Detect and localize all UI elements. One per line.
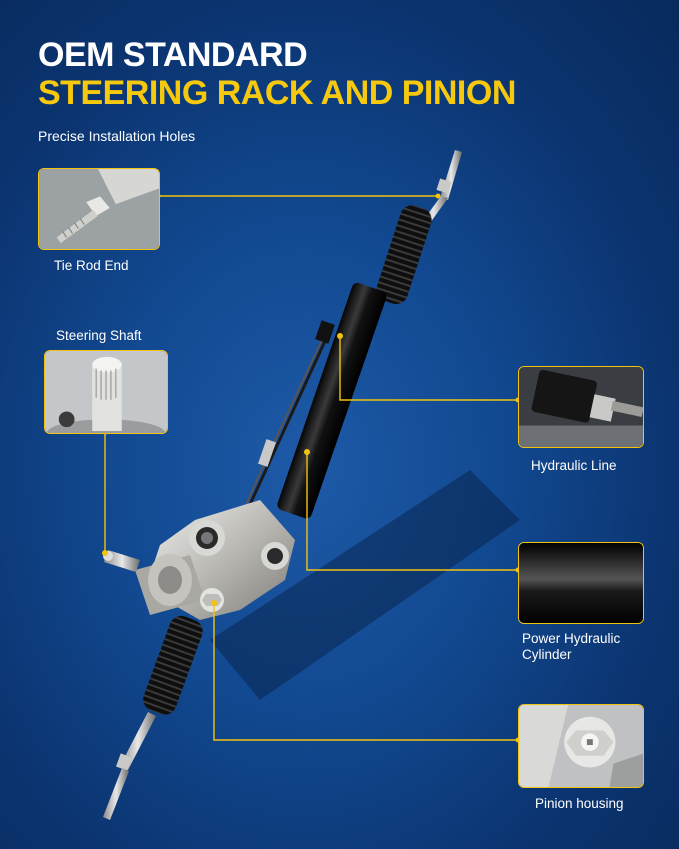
hydraulic-cylinder-label-line-1: Power Hydraulic [522, 631, 621, 646]
hydraulic-cylinder [277, 282, 387, 519]
bottom-tie-rod [103, 712, 156, 820]
hydraulic-line-closeup [518, 366, 644, 448]
tie-rod-end-label: Tie Rod End [54, 258, 129, 273]
headline: OEM STANDARD STEERING RACK AND PINION [38, 36, 516, 112]
hydraulic-cylinder-closeup [518, 542, 644, 624]
tie-rod-end-closeup [38, 168, 160, 250]
callout-leader-lines [104, 195, 518, 741]
hydraulic-cylinder-label: Power Hydraulic Cylinder [522, 631, 620, 663]
headline-line-1: OEM STANDARD [38, 36, 308, 74]
rack-shadow [210, 470, 520, 700]
pinion-housing-label: Pinion housing [535, 796, 624, 811]
subtitle: Precise Installation Holes [38, 128, 196, 144]
pinion-housing-body [135, 500, 295, 620]
hydraulic-cylinder-label-line-2: Cylinder [522, 647, 572, 662]
top-boot [376, 205, 432, 305]
steering-shaft-closeup [44, 350, 168, 434]
hydraulic-line-label: Hydraulic Line [531, 458, 617, 473]
headline-line-2: STEERING RACK AND PINION [38, 74, 516, 112]
bottom-boot [143, 615, 203, 715]
steering-shaft-input [103, 550, 140, 572]
steering-shaft-label: Steering Shaft [56, 328, 142, 343]
pinion-housing-closeup [518, 704, 644, 788]
